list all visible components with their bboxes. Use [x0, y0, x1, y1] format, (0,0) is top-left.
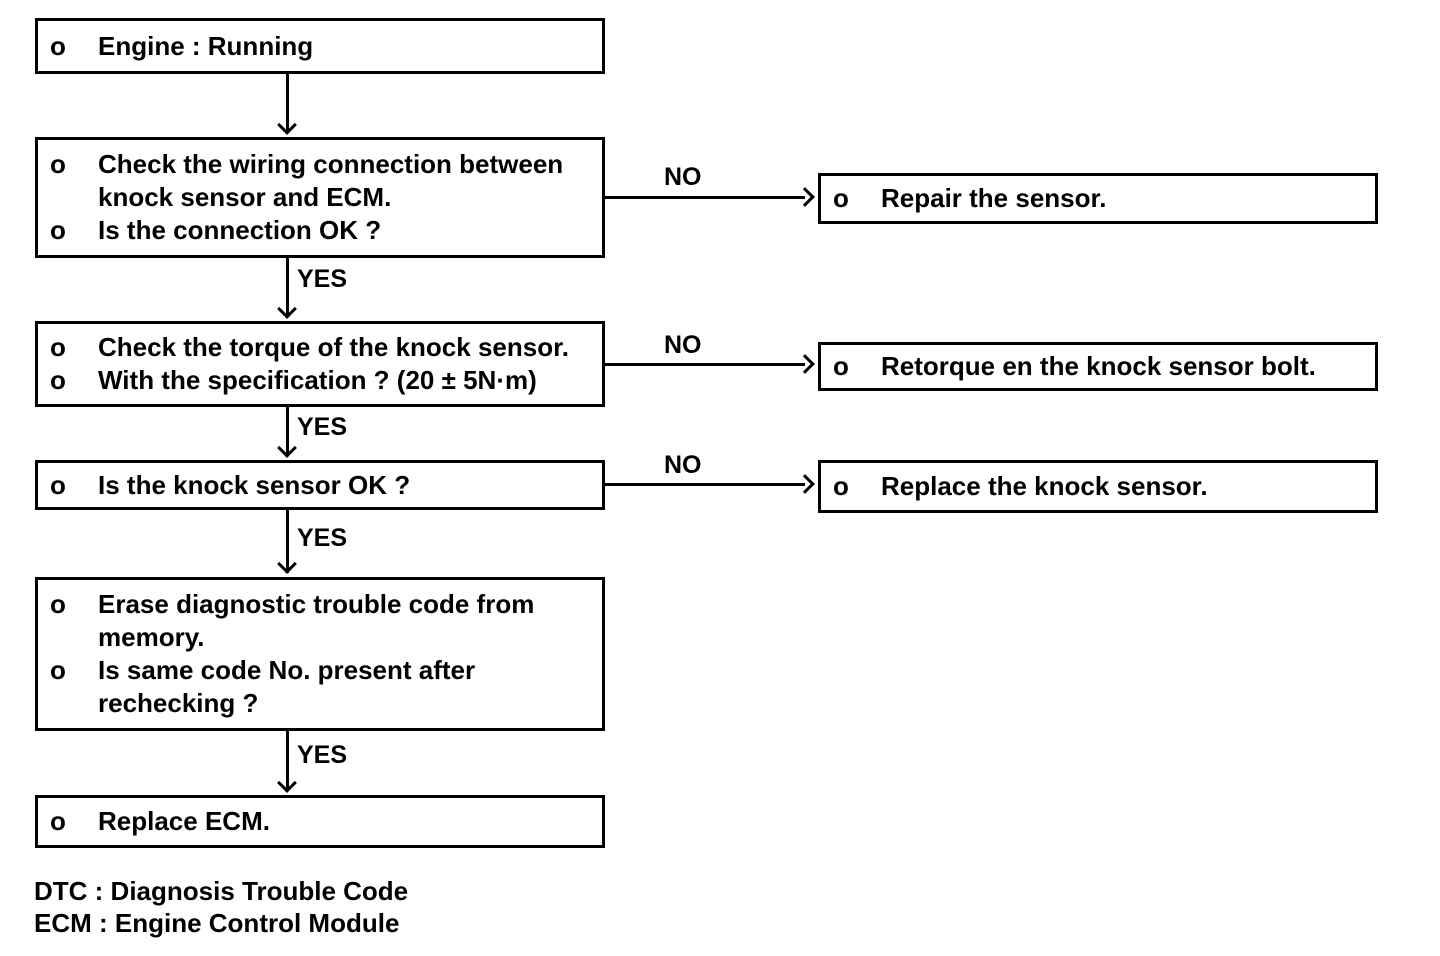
arrow-right-line — [605, 483, 805, 486]
arrow-right-line — [605, 196, 805, 199]
flow-box-erase-dtc: o Erase diagnostic trouble code from mem… — [35, 577, 605, 731]
yes-label: YES — [297, 413, 348, 441]
arrow-right-head — [795, 474, 815, 494]
flow-box-item: o Erase diagnostic trouble code from mem… — [38, 588, 602, 654]
box-text: Retorque en the knock sensor bolt. — [881, 351, 1316, 381]
bullet-marker: o — [50, 469, 66, 500]
flow-box-item: o Engine : Running — [38, 30, 602, 63]
flow-box-item: o Is same code No. present after recheck… — [38, 654, 602, 720]
flow-box-item: o With the specification ? (20 ± 5N·m) — [38, 364, 602, 397]
flow-box-item: o Replace ECM. — [38, 805, 602, 838]
flow-box-item: o Is the knock sensor OK ? Retorque en t… — [821, 470, 1375, 503]
flow-box-engine-running: o Engine : Running — [35, 18, 605, 74]
bullet-marker: o — [50, 589, 66, 619]
flow-box-replace-ecm: o Replace ECM. — [35, 795, 605, 848]
bullet-marker: o — [833, 351, 849, 381]
arrow-right-head — [795, 354, 815, 374]
yes-label: YES — [297, 741, 348, 769]
bullet-marker: o — [50, 655, 66, 685]
flow-box-repair-sensor: o Repair the sensor. — [818, 173, 1378, 224]
flow-box-item: o Is the knock sensor OK ? — [38, 469, 602, 502]
legend-ecm: ECM : Engine Control Module — [34, 908, 400, 938]
bullet-marker: o — [50, 806, 66, 836]
flow-box-item: o Check the torque of the knock sensor. — [38, 331, 602, 364]
arrow-down-line — [286, 73, 289, 131]
flow-box-knock-sensor-ok: o Is the knock sensor OK ? — [35, 460, 605, 510]
arrow-down-line — [286, 406, 289, 456]
arrow-down-line — [286, 257, 289, 317]
yes-label: YES — [297, 265, 348, 293]
flow-box-item: o Retorque en the knock sensor bolt. — [821, 350, 1375, 383]
no-label: NO — [664, 451, 702, 479]
flow-box-item: o Repair the sensor. — [821, 182, 1375, 215]
box-text: Replace ECM. — [98, 806, 270, 836]
arrow-down-head — [277, 554, 297, 574]
arrow-right-line — [605, 363, 805, 366]
flow-box-retorque-bolt: o Retorque en the knock sensor bolt. — [818, 342, 1378, 391]
yes-label: YES — [297, 524, 348, 552]
no-label: NO — [664, 163, 702, 191]
legend: DTC : Diagnosis Trouble Code ECM : Engin… — [34, 875, 408, 939]
flow-box-replace-knock-sensor: o Is the knock sensor OK ? Retorque en t… — [818, 460, 1378, 513]
bullet-marker: o — [50, 149, 66, 179]
arrow-down-line — [286, 510, 289, 573]
arrow-down-head — [277, 115, 297, 135]
arrow-right-head — [795, 187, 815, 207]
legend-dtc: DTC : Diagnosis Trouble Code — [34, 876, 409, 906]
box-text: Repair the sensor. — [881, 183, 1107, 213]
box-text: Check the wiring connection between knoc… — [98, 149, 564, 212]
box-text: Check the torque of the knock sensor. — [98, 332, 569, 362]
bullet-marker: o — [50, 30, 66, 61]
flow-box-item: o Is the connection OK ? — [38, 214, 602, 247]
arrow-down-head — [277, 773, 297, 793]
flow-box-item: o Check the wiring connection between kn… — [38, 148, 602, 214]
bullet-marker: o — [50, 332, 66, 362]
bullet-marker: o — [833, 471, 849, 501]
box-text: Engine : Running — [98, 30, 314, 61]
box-text: Is same code No. present after recheckin… — [98, 655, 476, 718]
bullet-marker: o — [833, 183, 849, 213]
box-text: Is the connection OK ? — [98, 215, 382, 245]
bullet-marker: o — [50, 215, 66, 245]
bullet-marker: o — [50, 365, 66, 395]
box-text: Replace the knock sensor. — [881, 471, 1208, 501]
box-text: With the specification ? (20 ± 5N·m) — [98, 365, 537, 395]
arrow-down-head — [277, 438, 297, 458]
arrow-down-line — [286, 730, 289, 791]
flow-box-check-torque: o Check the torque of the knock sensor. … — [35, 321, 605, 407]
box-text: Is the knock sensor OK ? — [98, 469, 411, 500]
box-text: Erase diagnostic trouble code from memor… — [98, 589, 535, 652]
no-label: NO — [664, 331, 702, 359]
flow-box-check-wiring: o Check the wiring connection between kn… — [35, 137, 605, 258]
arrow-down-head — [277, 299, 297, 319]
